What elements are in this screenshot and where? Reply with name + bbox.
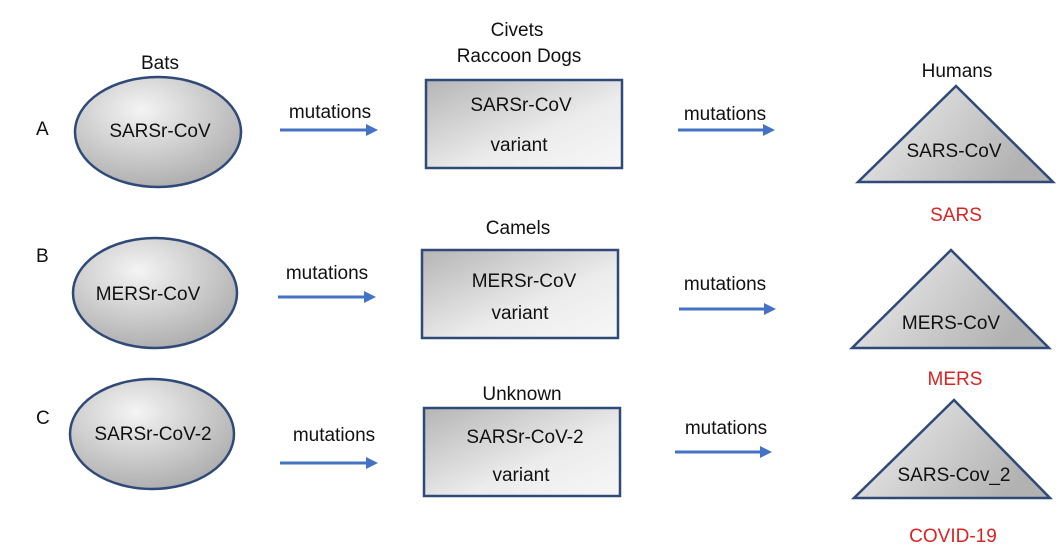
variant-label: variant	[490, 135, 548, 156]
variant-virus-label: SARSr-CoV-2	[466, 427, 583, 448]
intermediate-host-label: Unknown	[482, 384, 561, 405]
arrow-icon	[675, 446, 772, 458]
mutation-label: mutations	[684, 274, 766, 295]
source-virus-label: SARSr-CoV	[109, 121, 211, 142]
row-letter: B	[36, 246, 49, 267]
variant-box	[424, 78, 624, 170]
source-virus-oval	[73, 75, 243, 189]
human-virus-triangle	[850, 398, 1053, 500]
intermediate-host-label: Camels	[486, 218, 550, 239]
intermediate-host-label: Civets	[491, 20, 544, 41]
disease-label: SARS	[930, 205, 982, 226]
human-virus-label: SARS-Cov_2	[898, 465, 1011, 486]
source-host-label: Bats	[141, 53, 179, 74]
disease-label: MERS	[928, 369, 983, 390]
human-virus-triangle	[848, 248, 1053, 350]
arrow-icon	[679, 303, 776, 315]
variant-virus-label: MERSr-CoV	[472, 271, 577, 292]
disease-label: COVID-19	[909, 526, 997, 547]
variant-virus-label: SARSr-CoV	[470, 95, 572, 116]
variant-label: variant	[491, 303, 549, 324]
mutation-label: mutations	[293, 425, 375, 446]
human-virus-label: SARS-CoV	[906, 141, 1001, 162]
mutation-label: mutations	[289, 102, 371, 123]
mutation-label: mutations	[684, 104, 766, 125]
source-virus-label: SARSr-CoV-2	[94, 424, 211, 445]
source-virus-label: MERSr-CoV	[96, 284, 201, 305]
arrow-icon	[278, 291, 376, 303]
source-virus-oval	[71, 236, 239, 350]
arrow-icon	[280, 124, 378, 136]
row-a: A Bats SARSr-CoV mutations Civets Raccoo…	[36, 20, 1057, 226]
variant-label: variant	[492, 465, 550, 486]
row-c: C SARSr-CoV-2 mutations Unknown SARSr-Co…	[36, 377, 1053, 547]
row-letter: C	[36, 408, 50, 429]
mutation-label: mutations	[685, 418, 767, 439]
arrow-icon	[678, 124, 775, 136]
human-host-label: Humans	[922, 61, 993, 82]
mutation-label: mutations	[286, 263, 368, 284]
row-letter: A	[36, 119, 49, 140]
intermediate-host-label: Raccoon Dogs	[457, 46, 582, 67]
arrow-icon	[280, 457, 378, 469]
human-virus-label: MERS-CoV	[902, 313, 1001, 334]
row-b: B MERSr-CoV mutations Camels MERSr-CoV v…	[36, 218, 1053, 390]
variant-box	[422, 406, 622, 498]
variant-box	[420, 248, 620, 340]
human-virus-triangle	[854, 84, 1057, 184]
source-virus-oval	[68, 377, 236, 491]
